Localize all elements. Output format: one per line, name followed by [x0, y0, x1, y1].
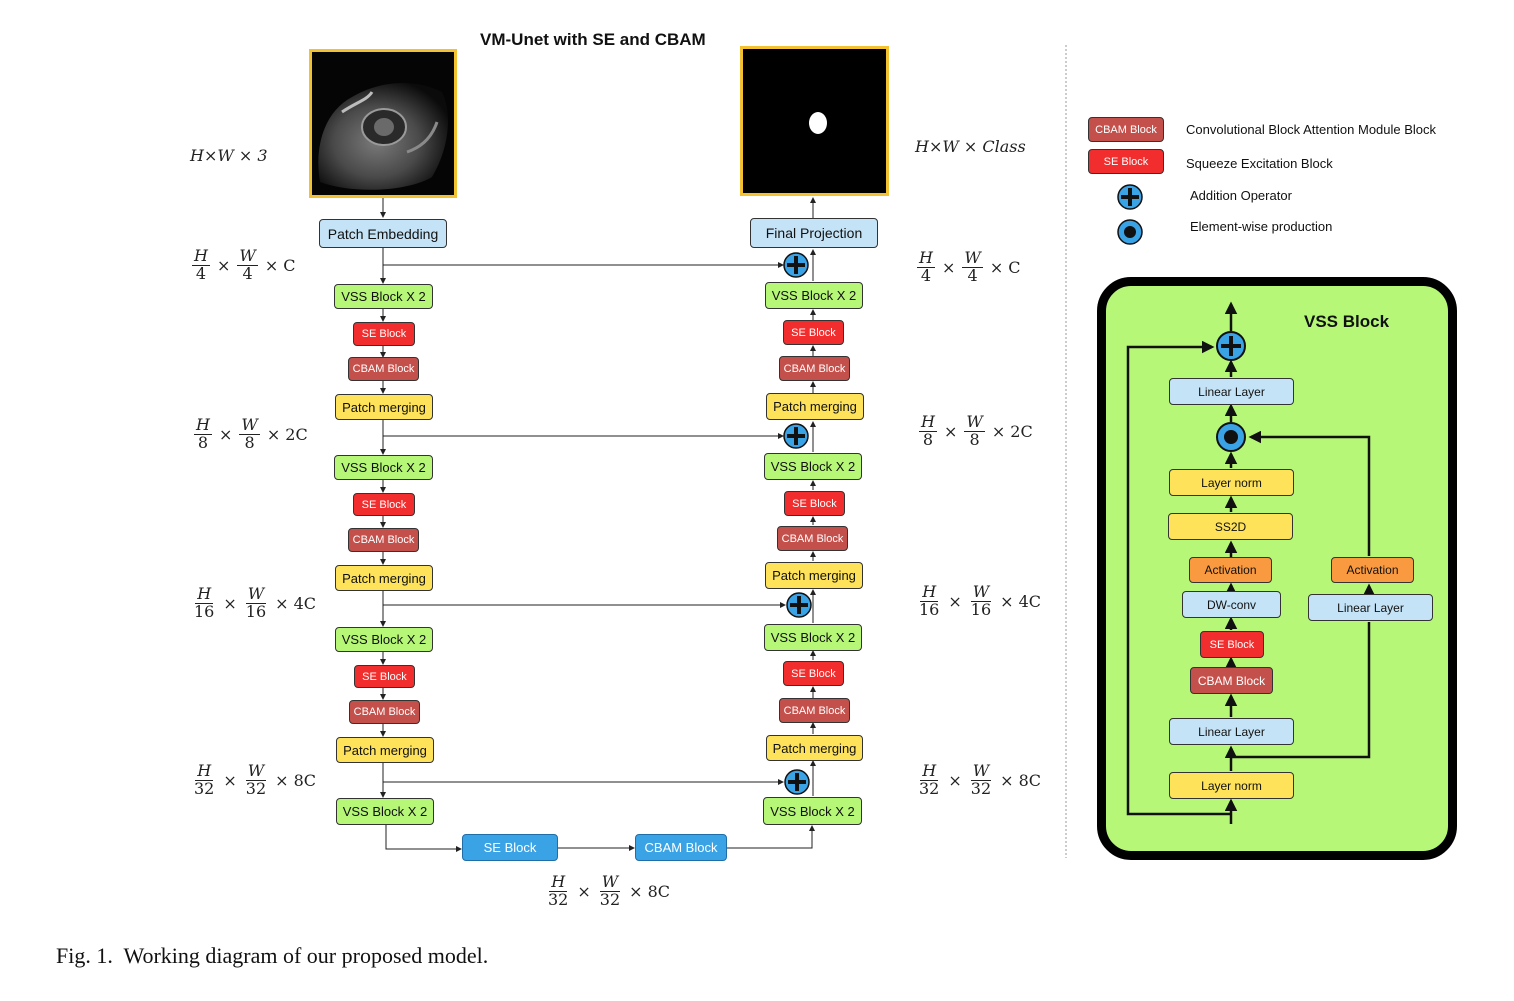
decoder-cbam-block-3: CBAM Block: [779, 698, 850, 723]
vss-cbam-block: CBAM Block: [1190, 667, 1273, 694]
encoder-patch-merging-1: Patch merging: [335, 394, 433, 420]
diagram-title: VM-Unet with SE and CBAM: [480, 30, 706, 49]
vss-linear-layer-bottom: Linear Layer: [1169, 718, 1294, 745]
vss-layer-norm-bottom: Layer norm: [1169, 772, 1294, 799]
legend-multiply-operator-icon: [1117, 219, 1143, 245]
encoder-cbam-block-1: CBAM Block: [348, 357, 419, 381]
vss-ss2d-block: SS2D: [1168, 513, 1293, 540]
output-mask: [740, 46, 889, 196]
decoder-patch-merging-3: Patch merging: [766, 735, 863, 761]
decoder-patch-merging-1: Patch merging: [766, 393, 864, 420]
add-operator-icon: [783, 252, 809, 278]
encoder-vss-block-4: VSS Block X 2: [336, 798, 434, 825]
add-operator-icon: [783, 423, 809, 449]
decoder-vss-block-3: VSS Block X 2: [764, 624, 862, 651]
decoder-cbam-block-2: CBAM Block: [777, 526, 848, 551]
vss-block-title: VSS Block: [1304, 312, 1390, 331]
legend-add-operator-icon: [1117, 184, 1143, 210]
vss-multiply-operator-icon: [1216, 422, 1246, 452]
add-operator-icon: [786, 592, 812, 618]
legend-add-description: Addition Operator: [1190, 188, 1292, 203]
figure-caption: Fig. 1. Working diagram of our proposed …: [56, 943, 489, 968]
input-image: [309, 49, 457, 198]
decoder-vss-block-2: VSS Block X 2: [764, 453, 862, 480]
decoder-se-block-1: SE Block: [783, 320, 844, 345]
decoder-cbam-block-1: CBAM Block: [779, 356, 850, 381]
encoder-vss-block-1: VSS Block X 2: [334, 284, 433, 309]
vss-dwconv-block: DW-conv: [1182, 591, 1281, 618]
vss-add-operator-icon: [1216, 331, 1246, 361]
vss-linear-layer-right: Linear Layer: [1308, 594, 1433, 621]
encoder-se-block-3: SE Block: [354, 665, 415, 688]
vss-linear-layer-top: Linear Layer: [1169, 378, 1294, 405]
vss-layer-norm-top: Layer norm: [1169, 469, 1294, 496]
segmentation-mask-image: [743, 49, 886, 193]
legend-cbam-swatch: CBAM Block: [1088, 117, 1164, 142]
encoder-cbam-block-3: CBAM Block: [349, 700, 420, 724]
encoder-se-block-2: SE Block: [353, 493, 415, 516]
legend-cbam-description: Convolutional Block Attention Module Blo…: [1186, 122, 1437, 137]
decoder-se-block-3: SE Block: [783, 661, 844, 686]
vss-activation-left: Activation: [1189, 557, 1272, 583]
encoder-cbam-block-2: CBAM Block: [348, 528, 419, 552]
decoder-vss-block-1: VSS Block X 2: [765, 282, 863, 309]
encoder-vss-block-3: VSS Block X 2: [335, 627, 433, 652]
legend-se-description: Squeeze Excitation Block: [1186, 156, 1333, 171]
output-dim-label: H×W × Class: [915, 137, 1026, 156]
encoder-patch-merging-2: Patch merging: [335, 565, 433, 591]
decoder-patch-merging-2: Patch merging: [765, 562, 863, 589]
encoder-vss-block-2: VSS Block X 2: [334, 455, 433, 480]
decoder-se-block-2: SE Block: [784, 491, 845, 516]
vss-activation-right: Activation: [1331, 557, 1414, 583]
add-operator-icon: [784, 769, 810, 795]
bottleneck-se-block: SE Block: [462, 834, 558, 861]
encoder-se-block-1: SE Block: [353, 322, 415, 346]
mri-slice-image: [312, 52, 454, 195]
bottleneck-cbam-block: CBAM Block: [635, 834, 727, 861]
vss-se-block: SE Block: [1200, 631, 1264, 658]
legend-multiply-description: Element-wise production: [1190, 219, 1333, 234]
input-dim-label: H×W × 3: [190, 146, 268, 165]
encoder-patch-merging-3: Patch merging: [336, 737, 434, 763]
legend-se-swatch: SE Block: [1088, 149, 1164, 174]
decoder-vss-block-4: VSS Block X 2: [763, 797, 862, 825]
patch-embedding-block: Patch Embedding: [319, 219, 447, 248]
final-projection-block: Final Projection: [750, 218, 878, 248]
